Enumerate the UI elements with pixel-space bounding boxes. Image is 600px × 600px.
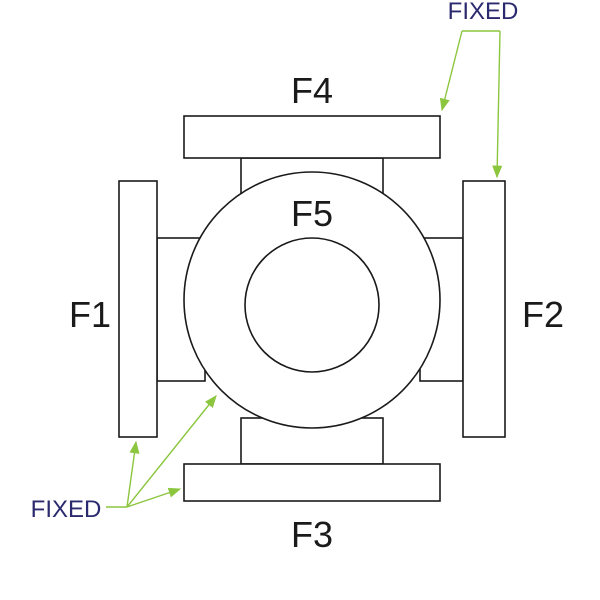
face-label-f4: F4 — [291, 70, 333, 111]
face-label-f2: F2 — [522, 294, 564, 335]
leader-arrow-to-f2 — [492, 30, 503, 179]
leader-arrow-to-f3 — [126, 487, 182, 508]
central-bore — [244, 237, 380, 373]
fixed-annotation-top: FIXED — [448, 0, 519, 25]
face-label-f1: F1 — [69, 294, 111, 335]
flange-f4 — [183, 115, 441, 159]
fixed-annotation-bottom: FIXED — [31, 496, 102, 523]
flange-f1 — [118, 180, 158, 438]
flange-f2 — [462, 180, 506, 438]
leader-arrow-to-f1 — [126, 440, 140, 508]
face-label-f5: F5 — [291, 193, 333, 234]
face-label-f3: F3 — [291, 514, 333, 555]
flange-f3 — [183, 463, 441, 502]
leader-arrow-to-f4 — [439, 30, 463, 112]
leader-arrow-to-body — [126, 395, 217, 508]
